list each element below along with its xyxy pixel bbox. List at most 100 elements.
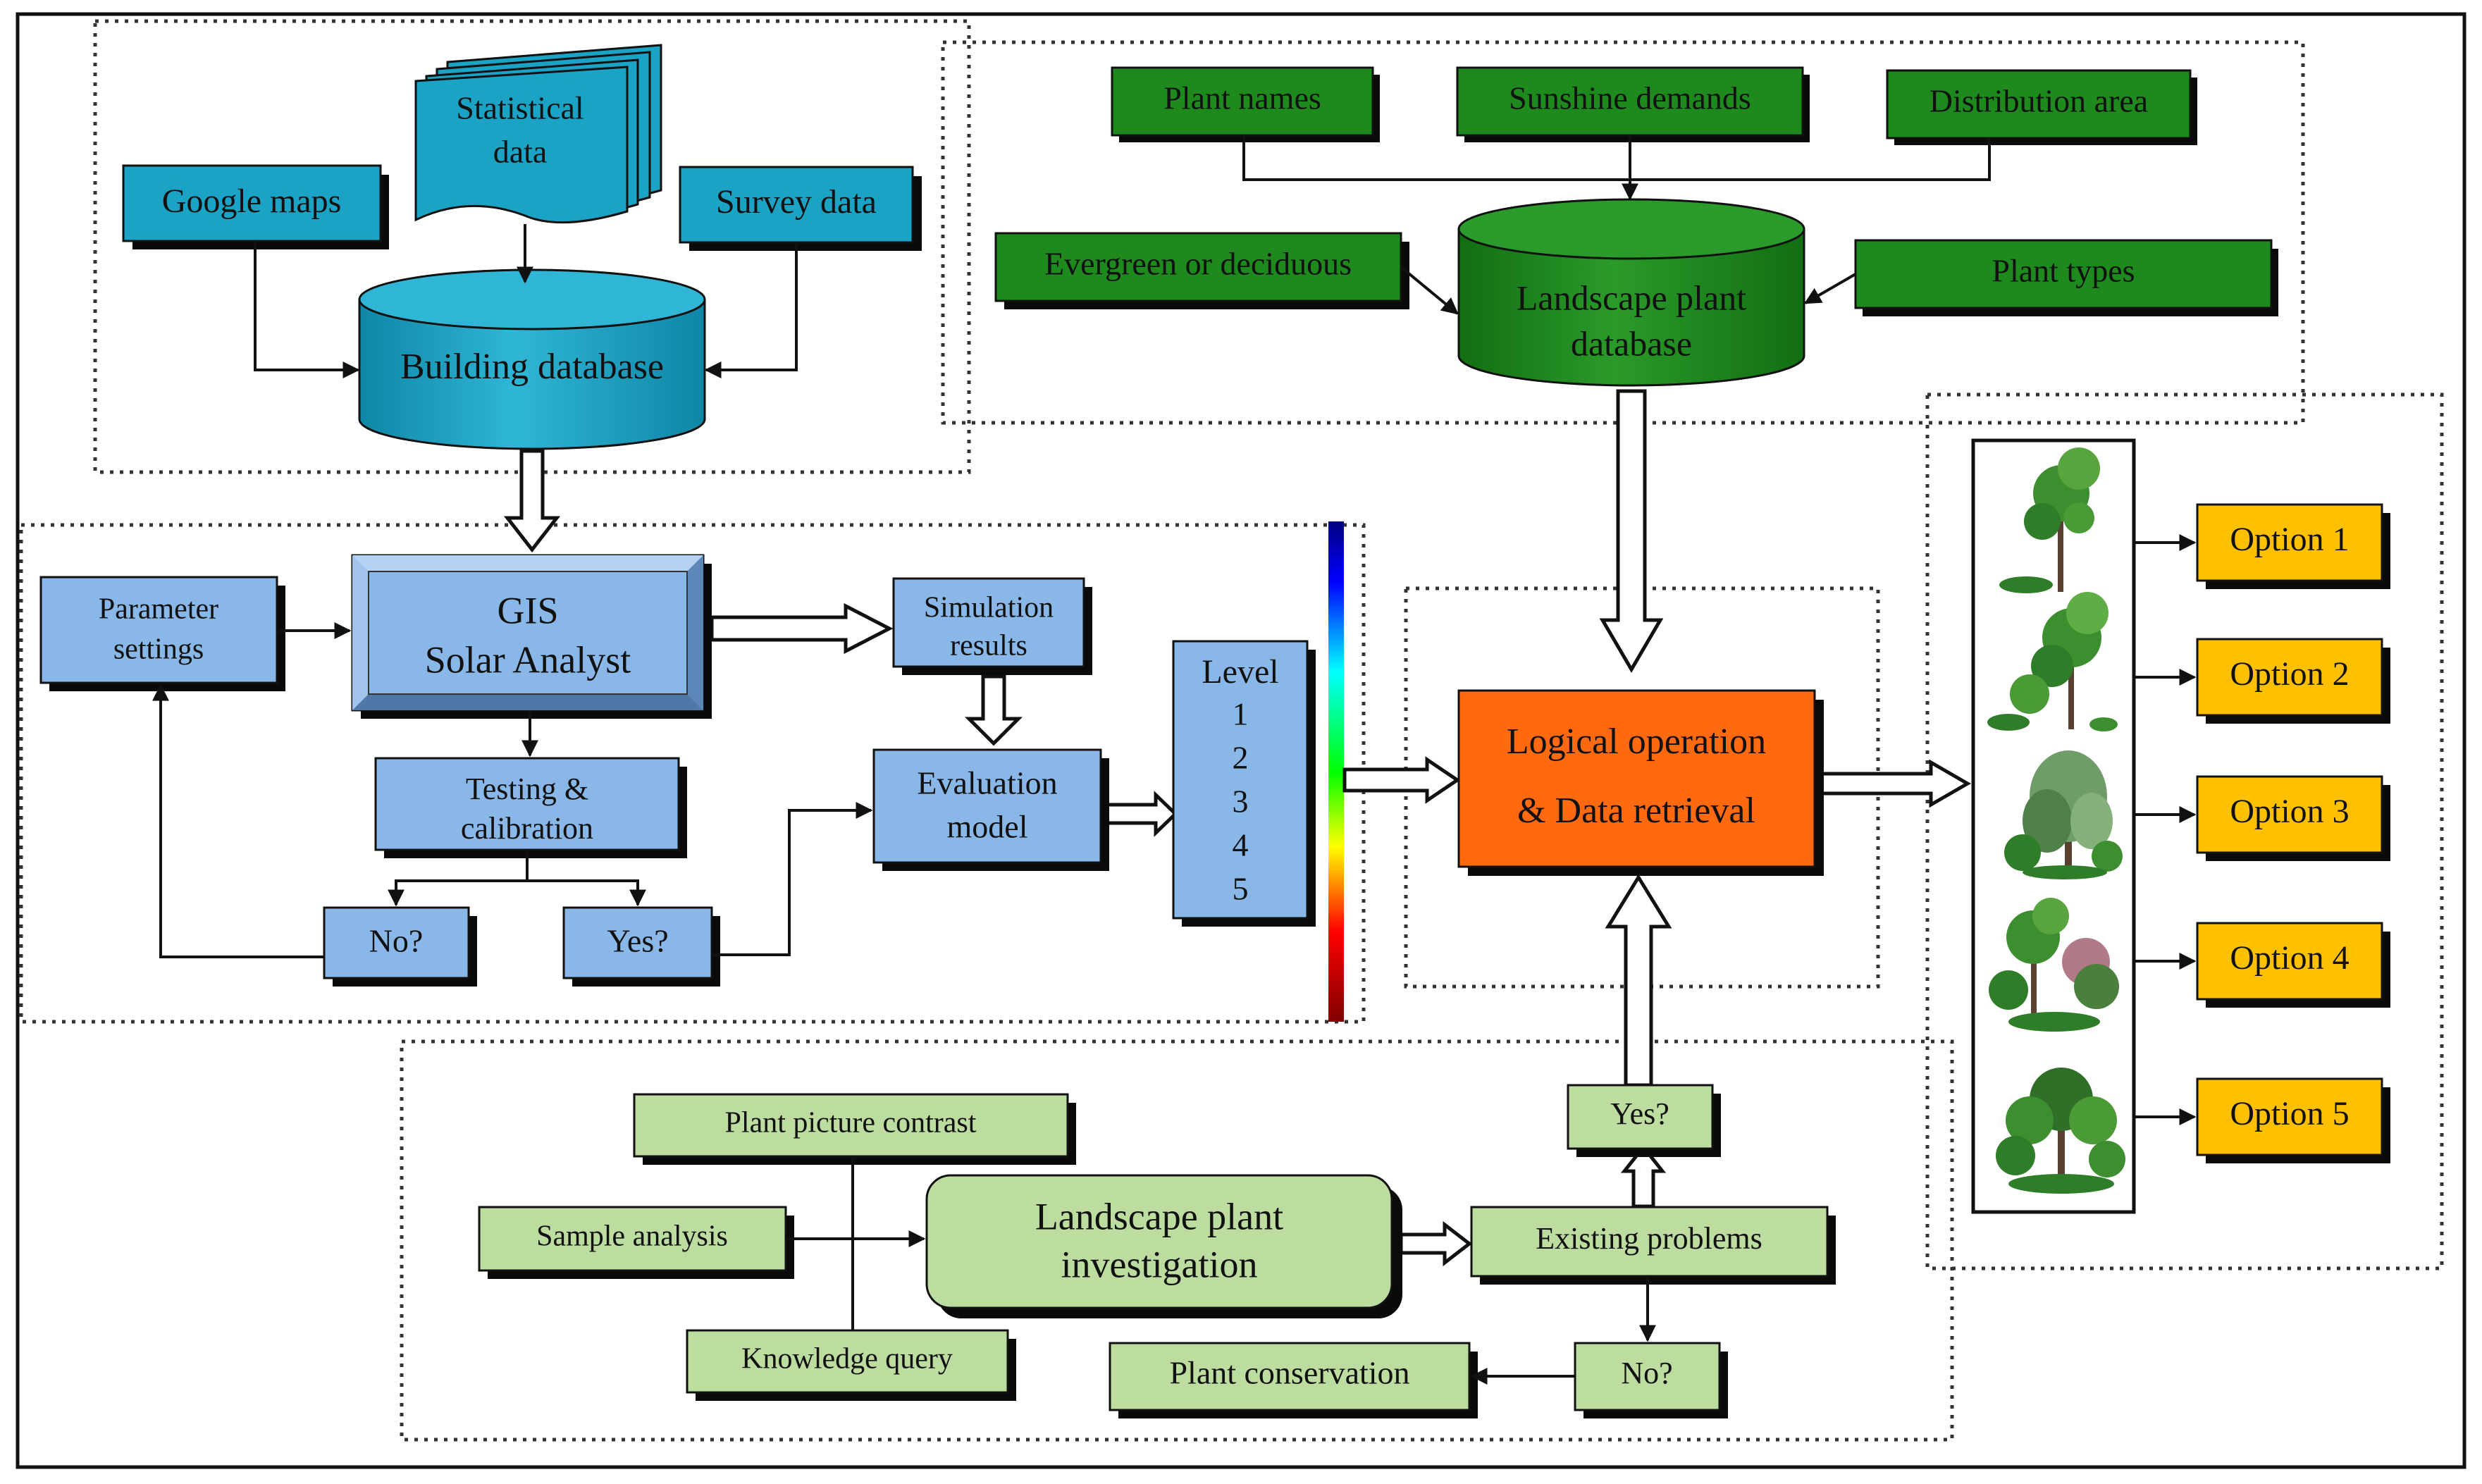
investigation-yes-node: Yes? bbox=[1567, 1084, 1721, 1157]
plant-picture-contrast-node: Plant picture contrast bbox=[633, 1093, 1076, 1165]
building-database-label: Building database bbox=[400, 347, 664, 387]
simulation-results-line-1: Simulation bbox=[924, 592, 1054, 624]
statistical-data-line-2: data bbox=[493, 134, 548, 170]
evaluation-model-line-1: Evaluation bbox=[917, 765, 1057, 801]
investigation-line-1: Landscape plant bbox=[1035, 1195, 1283, 1237]
logic-line-1: Logical operation bbox=[1507, 722, 1766, 762]
arrow-building-to-gis bbox=[503, 449, 561, 553]
parameter-settings-node: Parameter settings bbox=[39, 576, 285, 691]
level-title: Level bbox=[1202, 653, 1278, 691]
solar-analyst-line-1: GIS bbox=[497, 589, 558, 631]
solar-analyst-node: GIS Solar Analyst bbox=[351, 554, 712, 719]
landscape-plant-investigation-node: Landscape plant investigation bbox=[925, 1174, 1402, 1318]
tree-option-5-image bbox=[1996, 1068, 2125, 1194]
testing-calibration-node: Testing & calibration bbox=[374, 757, 687, 858]
simulation-results-line-2: results bbox=[950, 630, 1027, 662]
option-2-label: Option 2 bbox=[2230, 655, 2349, 693]
connector-yes-to-evaluation bbox=[712, 802, 873, 956]
tree-option-1-image bbox=[1999, 447, 2100, 593]
plant-conservation-node: Plant conservation bbox=[1109, 1342, 1478, 1418]
option-4-node: Option 4 bbox=[2196, 922, 2390, 1008]
tree-option-2-image bbox=[1987, 592, 2118, 731]
existing-problems-label: Existing problems bbox=[1536, 1221, 1762, 1256]
plant-database-line-1: Landscape plant bbox=[1517, 278, 1746, 317]
survey-data-node: Survey data bbox=[679, 166, 922, 251]
connector-evergreen-to-db bbox=[1400, 266, 1459, 315]
statistical-data-node: Statistical data bbox=[414, 44, 662, 224]
group-options bbox=[1925, 392, 2444, 1270]
level-1: 1 bbox=[1233, 696, 1249, 732]
option-2-node: Option 2 bbox=[2196, 638, 2390, 724]
solar-analyst-line-2: Solar Analyst bbox=[425, 638, 631, 681]
arrow-simulation-to-evaluation bbox=[964, 674, 1023, 746]
no-decision-node: No? bbox=[323, 906, 477, 987]
plant-names-label: Plant names bbox=[1163, 80, 1321, 116]
logical-operation-node: Logical operation & Data retrieval bbox=[1457, 689, 1824, 876]
statistical-data-line-1: Statistical bbox=[456, 90, 584, 126]
option-4-label: Option 4 bbox=[2230, 939, 2349, 977]
connector-no-to-params bbox=[152, 684, 324, 958]
sunshine-demands-node: Sunshine demands bbox=[1456, 66, 1810, 142]
connector-plant-attributes-bus bbox=[1242, 135, 1991, 181]
evaluation-model-line-2: model bbox=[947, 809, 1028, 845]
building-database-node: Building database bbox=[358, 268, 706, 450]
logic-line-2: & Data retrieval bbox=[1517, 791, 1755, 831]
option-5-label: Option 5 bbox=[2230, 1095, 2349, 1132]
arrow-plantdb-to-logic bbox=[1599, 389, 1664, 673]
level-4: 4 bbox=[1233, 827, 1249, 863]
tree-image-panel bbox=[1971, 438, 2136, 1214]
existing-problems-node: Existing problems bbox=[1470, 1206, 1836, 1285]
evaluation-model-node: Evaluation model bbox=[872, 748, 1109, 871]
option-3-node: Option 3 bbox=[2196, 775, 2390, 861]
connector-google-to-db bbox=[254, 241, 360, 378]
picture-contrast-label: Plant picture contrast bbox=[725, 1107, 977, 1139]
google-maps-label: Google maps bbox=[162, 183, 342, 220]
sample-analysis-node: Sample analysis bbox=[478, 1206, 794, 1279]
parameter-settings-line-1: Parameter bbox=[99, 593, 218, 626]
gis-yes-label: Yes? bbox=[607, 923, 668, 959]
connector-types-to-db bbox=[1803, 273, 1857, 304]
level-2: 2 bbox=[1233, 740, 1249, 776]
option-1-node: Option 1 bbox=[2196, 503, 2390, 589]
connector-testing-to-yes bbox=[527, 879, 646, 907]
testing-line-2: calibration bbox=[461, 811, 593, 846]
group-building bbox=[93, 19, 971, 474]
knowledge-query-label: Knowledge query bbox=[741, 1343, 953, 1375]
arrow-investigation-to-problems bbox=[1399, 1220, 1473, 1267]
option-5-node: Option 5 bbox=[2196, 1077, 2390, 1163]
arrow-evaluation-to-level bbox=[1104, 791, 1178, 837]
knowledge-query-node: Knowledge query bbox=[686, 1329, 1016, 1401]
plant-names-node: Plant names bbox=[1111, 66, 1380, 142]
group-investigation bbox=[400, 1039, 1954, 1442]
arrow-gis-to-simulation bbox=[710, 602, 894, 655]
plant-conservation-label: Plant conservation bbox=[1169, 1355, 1409, 1391]
level-5: 5 bbox=[1233, 871, 1249, 907]
tree-option-3-image bbox=[2004, 750, 2123, 879]
arrow-yes-to-logic bbox=[1605, 874, 1672, 1087]
evergreen-node: Evergreen or deciduous bbox=[994, 232, 1409, 309]
arrow-logic-to-options bbox=[1809, 759, 1972, 808]
google-maps-node: Google maps bbox=[122, 164, 389, 249]
sample-analysis-label: Sample analysis bbox=[536, 1220, 728, 1253]
connector-testing-to-no bbox=[388, 850, 529, 907]
arrow-level-to-logic bbox=[1342, 756, 1461, 804]
level-node: Level 1 2 3 4 5 bbox=[1172, 640, 1316, 927]
sunshine-demands-label: Sunshine demands bbox=[1509, 80, 1751, 116]
option-1-label: Option 1 bbox=[2230, 521, 2349, 558]
simulation-results-node: Simulation results bbox=[892, 577, 1092, 675]
survey-data-label: Survey data bbox=[716, 183, 877, 221]
parameter-settings-line-2: settings bbox=[113, 633, 204, 666]
investigation-line-2: investigation bbox=[1061, 1243, 1258, 1285]
tree-option-4-image bbox=[1989, 898, 2119, 1032]
plant-types-node: Plant types bbox=[1854, 239, 2278, 316]
yes-decision-node: Yes? bbox=[562, 906, 720, 987]
gis-no-label: No? bbox=[369, 923, 424, 959]
landscape-plant-database-node: Landscape plant database bbox=[1457, 198, 1805, 387]
plant-database-line-2: database bbox=[1571, 323, 1692, 363]
evergreen-label: Evergreen or deciduous bbox=[1044, 246, 1352, 282]
arrow-problems-to-yes bbox=[1620, 1144, 1667, 1208]
option-3-label: Option 3 bbox=[2230, 793, 2349, 830]
investigation-no-label: No? bbox=[1621, 1356, 1672, 1390]
level-3: 3 bbox=[1233, 784, 1249, 820]
